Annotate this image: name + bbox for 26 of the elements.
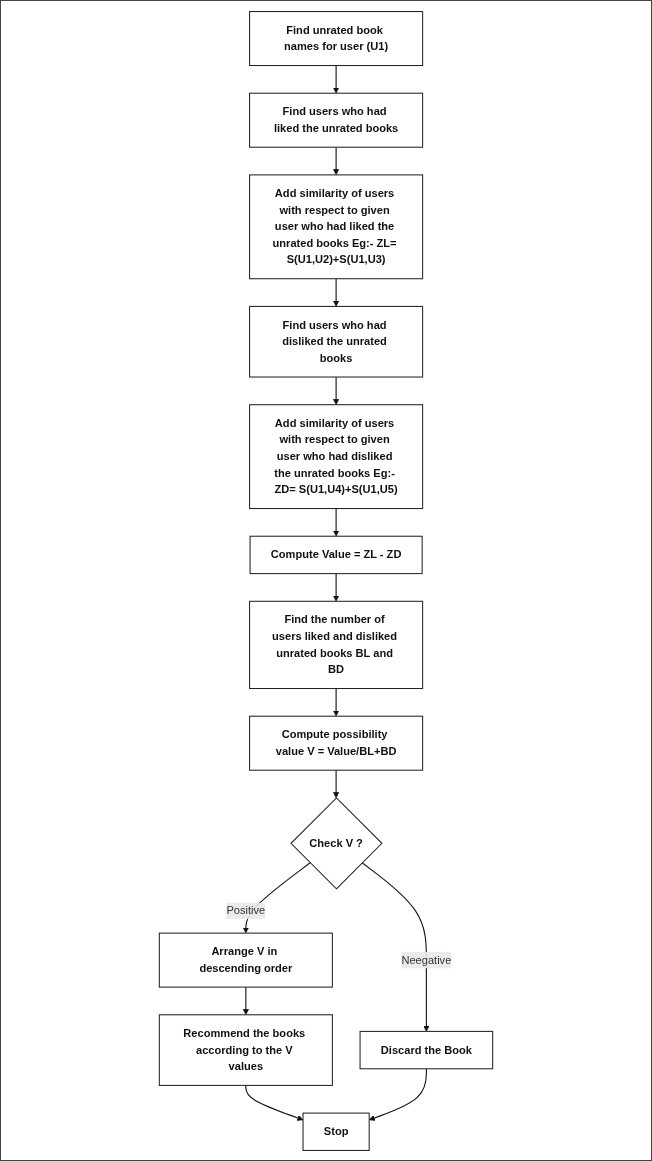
edge-label: Neegative	[401, 953, 452, 966]
node-box: Find unrated book names for user (U1)	[249, 10, 424, 66]
arrow	[333, 687, 340, 716]
arrow	[333, 277, 340, 307]
arrow	[361, 861, 430, 1032]
node-box: Find users who had disliked the unrated books	[249, 305, 424, 378]
node-diamond: Check V ?	[290, 796, 383, 890]
arrow	[333, 572, 340, 602]
node-box: Recommend the books according to the V values	[158, 1013, 333, 1086]
arrow	[245, 1084, 304, 1121]
arrow	[242, 986, 249, 1015]
arrow	[333, 507, 340, 536]
arrow	[333, 375, 340, 405]
node-box: Discard the Book	[359, 1030, 494, 1069]
node-box: Arrange V in descending order	[158, 932, 333, 988]
node-box: Add similarity of users with respect to given user who had liked the unrated books Eg:- ZL= S(U1,U2)+S(U1,U3)	[249, 173, 424, 279]
node-box: Find users who had liked the unrated books	[249, 92, 424, 148]
arrow	[333, 64, 340, 93]
node-box: Stop	[302, 1112, 370, 1151]
arrow	[333, 146, 340, 175]
node-box: Add similarity of users with respect to given user who had disliked the unrated books Eg:- ZD= S(U1,U4)+S(U1,U5)	[249, 403, 424, 509]
node-box: Compute Value = ZL - ZD	[249, 535, 423, 574]
arrow	[333, 769, 340, 798]
edge-label: Positive	[226, 904, 266, 916]
node-box: Compute possibility value V = Value/BL+BD	[249, 715, 424, 771]
node-box: Find the number of users liked and disliked unrated books BL and BD	[249, 600, 424, 689]
